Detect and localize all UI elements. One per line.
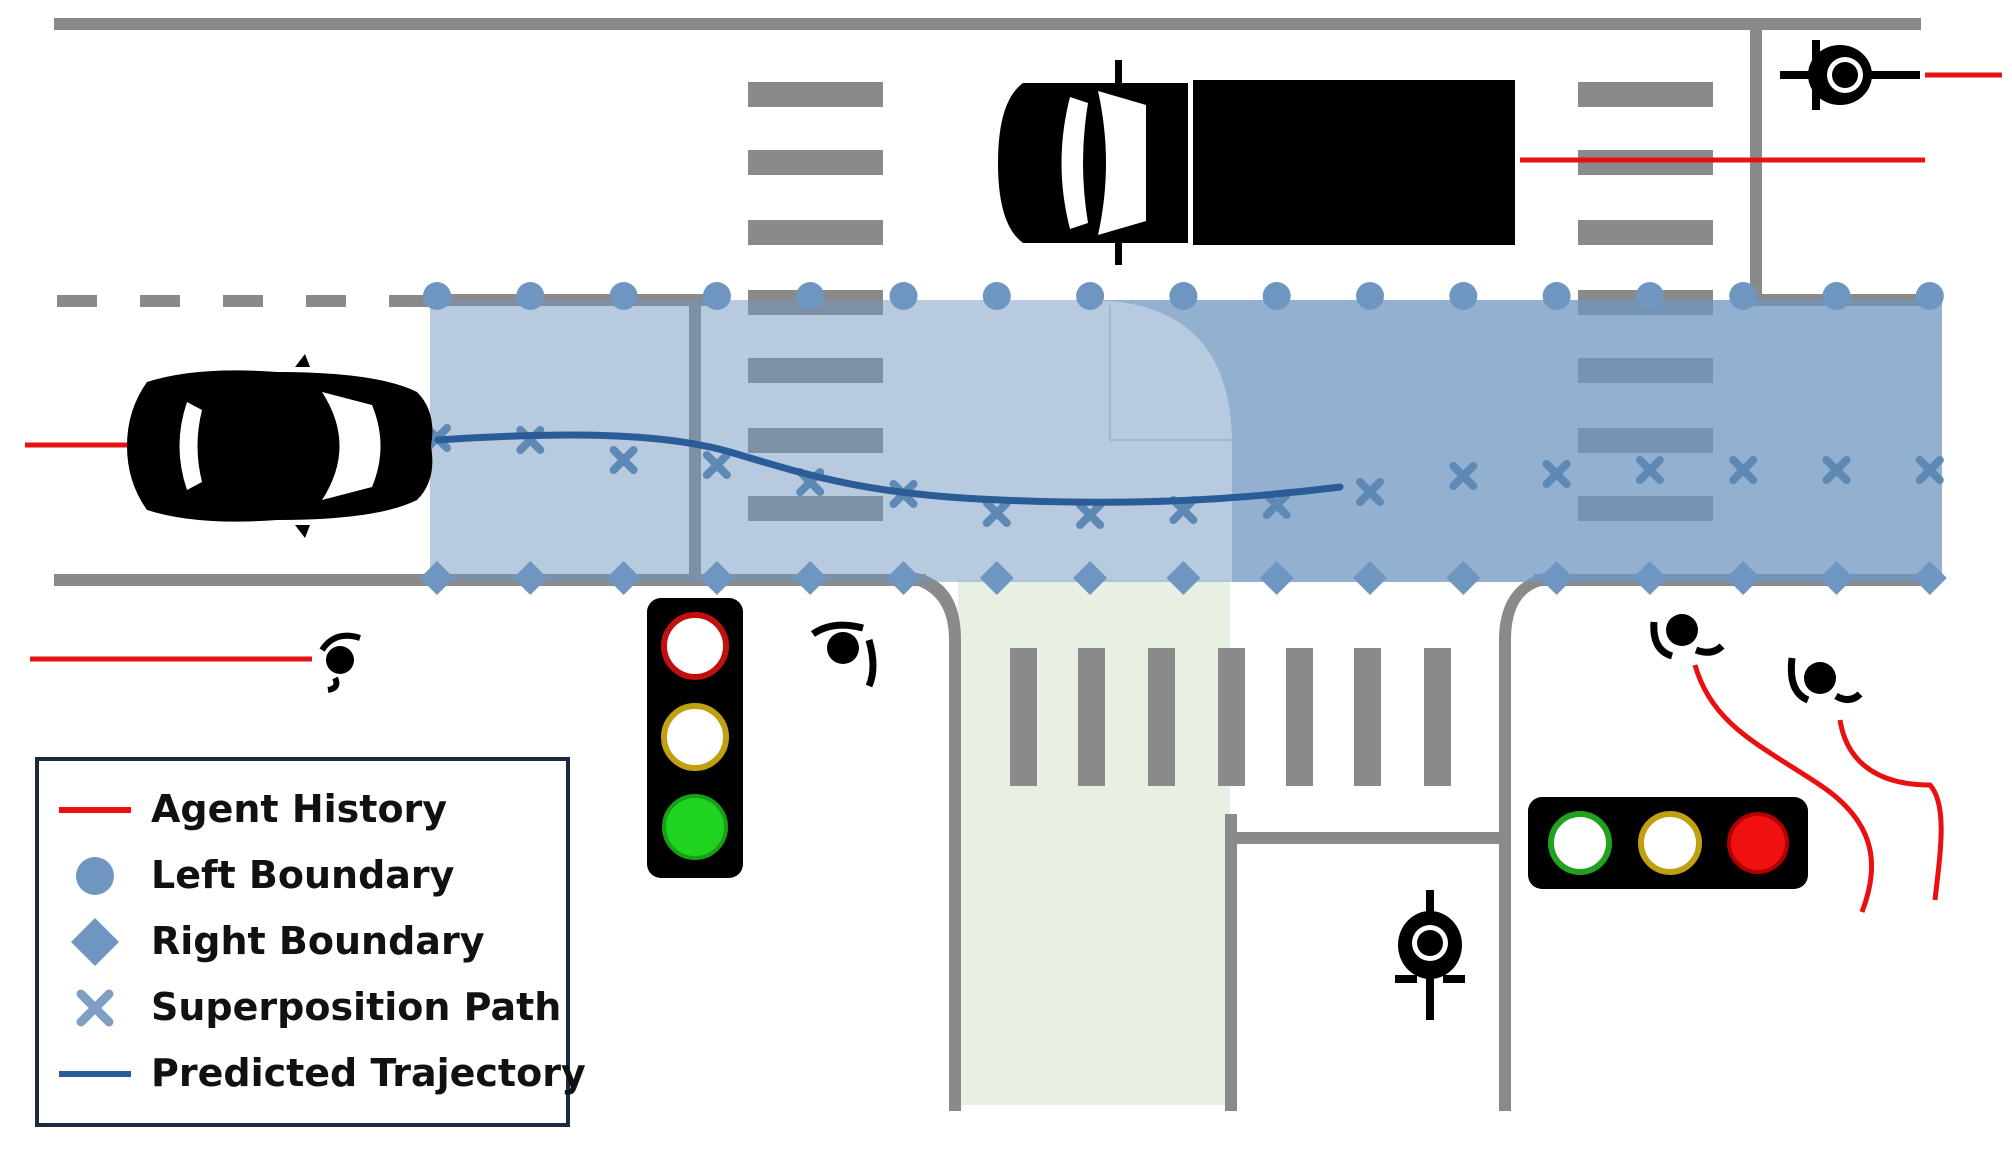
left-boundary-marker: [1635, 282, 1664, 310]
traffic-light-horizontal: [1528, 797, 1808, 889]
right-boundary-marker: [793, 561, 828, 595]
bottom-crosswalk: [1010, 648, 1451, 786]
superposition-path-marker: [1729, 456, 1758, 484]
left-boundary-marker: [702, 282, 731, 310]
legend: Agent History Left Boundary Right Bounda…: [35, 757, 586, 1127]
left-boundary-marker: [1076, 282, 1105, 310]
left-boundary-marker: [1449, 282, 1478, 310]
right-boundary-marker: [513, 561, 548, 595]
right-boundary-marker: [886, 561, 921, 595]
left-boundary-marker: [609, 282, 638, 310]
vertical-red-lamp: [661, 612, 729, 680]
left-boundary-marker: [982, 282, 1011, 310]
right-boundary-marker: [699, 561, 734, 595]
pedestrian-middle: [810, 621, 877, 688]
predicted-trajectory: [434, 431, 1344, 506]
pedestrian-left: [319, 632, 361, 693]
cyclist-top: [1780, 40, 1920, 110]
left-boundary-marker: [1915, 282, 1944, 310]
right-boundary-marker: [1073, 561, 1108, 595]
right-boundary-marker: [606, 561, 641, 595]
right-boundary-marker: [1166, 561, 1201, 595]
turn-corner-outline: [1109, 305, 1232, 441]
left-boundary-marker: [1356, 282, 1384, 310]
right-boundary-marker: [1726, 561, 1761, 595]
blue-line-icon: [59, 1071, 131, 1077]
legend-label-agent-history: Agent History: [151, 787, 448, 831]
legend-item-superposition-path: Superposition Path: [39, 977, 566, 1037]
pedestrian-right2: [1787, 657, 1863, 704]
superposition-path-marker: [1076, 501, 1105, 529]
right-boundary-marker: [1819, 561, 1854, 595]
superposition-path-marker: [1542, 460, 1571, 488]
legend-label-predicted-trajectory: Predicted Trajectory: [151, 1051, 586, 1095]
legend-label-left-boundary: Left Boundary: [151, 853, 455, 897]
left-boundary-marker: [1822, 282, 1851, 310]
right-boundary-marker: [420, 561, 454, 595]
right-boundary-markers: [420, 561, 1947, 595]
vertical-green-lamp: [662, 794, 728, 860]
pedestrian-right1: [1650, 614, 1725, 660]
right-boundary-marker: [979, 561, 1014, 595]
right-boundary-marker: [1912, 561, 1947, 595]
superposition-path-marker: [609, 446, 638, 474]
left-boundary-marker: [1262, 282, 1291, 310]
legend-item-right-boundary: Right Boundary: [39, 911, 566, 971]
left-boundary-markers: [423, 282, 1944, 310]
legend-item-predicted-trajectory: Predicted Trajectory: [39, 1043, 586, 1103]
agent-histories: [25, 72, 2002, 913]
truck: [998, 60, 1515, 265]
left-boundary-marker: [1169, 282, 1198, 310]
side-road-right-curb: [1499, 572, 1548, 1111]
pedestrian-right2-history: [1837, 719, 1944, 901]
superposition-path-marker: [1822, 456, 1851, 484]
ego-car: [127, 354, 433, 538]
superposition-path-marker: [1262, 491, 1291, 519]
legend-item-agent-history: Agent History: [39, 779, 566, 839]
left-boundary-marker: [1542, 282, 1571, 310]
dashed-lane-line: [57, 295, 429, 307]
pedestrian-right1-history: [1692, 664, 1875, 913]
superposition-path-marker: [1635, 456, 1664, 484]
horizontal-amber-lamp: [1638, 811, 1702, 875]
superposition-path-marker: [1449, 462, 1478, 490]
superposition-path-marker: [1915, 456, 1944, 484]
superposition-path-marker: [982, 499, 1011, 527]
blue-circle-icon: [76, 857, 114, 895]
cyclist-bottom: [1395, 890, 1465, 1020]
blue-diamond-icon: [71, 918, 119, 966]
red-line-icon: [59, 807, 131, 813]
left-boundary-marker: [796, 282, 825, 310]
left-boundary-marker: [423, 282, 451, 310]
right-boundary-marker: [1539, 561, 1574, 595]
right-boundary-marker: [1259, 561, 1294, 595]
right-boundary-marker: [1446, 561, 1481, 595]
horizontal-green-lamp: [1548, 811, 1612, 875]
left-boundary-marker: [1729, 282, 1758, 310]
side-road-left-curb: [912, 572, 961, 1111]
legend-label-superposition-path: Superposition Path: [151, 985, 562, 1029]
vertical-amber-lamp: [661, 703, 729, 771]
legend-item-left-boundary: Left Boundary: [39, 845, 566, 905]
traffic-light-vertical: [647, 598, 743, 878]
right-boundary-marker: [1632, 561, 1667, 595]
left-boundary-marker: [889, 282, 918, 310]
blue-cross-icon: [76, 989, 114, 1027]
superposition-path-marker: [1356, 478, 1384, 506]
horizontal-red-lamp: [1727, 812, 1789, 874]
right-boundary-marker: [1353, 561, 1387, 595]
legend-label-right-boundary: Right Boundary: [151, 919, 485, 963]
superposition-path-marker: [702, 451, 731, 479]
left-boundary-marker: [516, 282, 545, 310]
